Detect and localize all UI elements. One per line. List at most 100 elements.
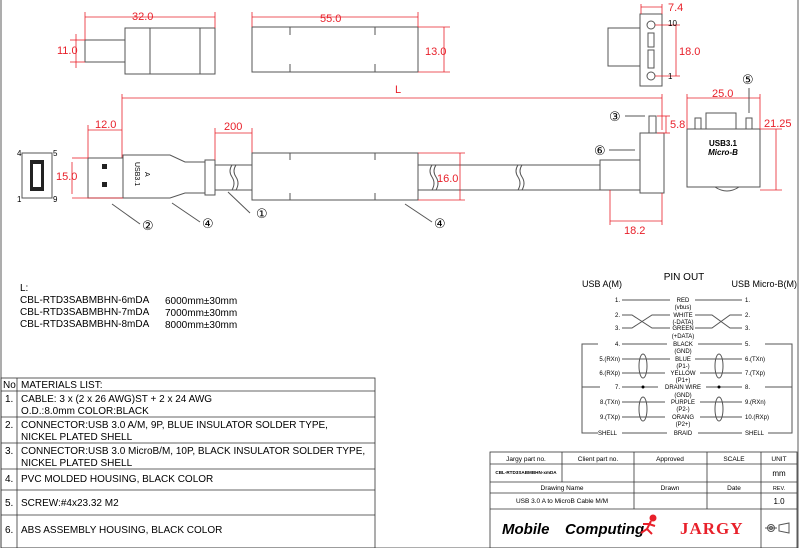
- wire-7-sub: (GND): [674, 393, 691, 399]
- dim-micro-thickness: 7.4: [668, 2, 683, 14]
- dim-screw-height: 5.8: [670, 119, 685, 131]
- projection-symbol-icon: [765, 522, 790, 534]
- micro-b-side-view: 5.8 18.2: [599, 115, 685, 237]
- pin-9-label: 9: [53, 195, 58, 204]
- unit-value: mm: [772, 469, 786, 478]
- pin-left-9: 9.(TXp): [600, 415, 620, 421]
- wire-braid: BRAID: [674, 431, 693, 437]
- wire-7: DRAIN WIRE: [665, 385, 701, 391]
- callout-5: ⑤: [742, 73, 754, 88]
- materials-table: No MATERIALS LIST: 1. CABLE: 3 x (2 x 26…: [0, 377, 376, 548]
- title-block: Jargy part no. Client part no. Approved …: [489, 451, 798, 548]
- drawing-name-label: Drawing Name: [541, 485, 584, 492]
- runner-icon: [640, 514, 657, 535]
- material-2-line1: CONNECTOR:USB 3.0 A/M, 9P, BLUE INSULATO…: [21, 420, 328, 431]
- logo-jargy: JARGY: [680, 519, 744, 538]
- wire-9-sub: (P2+): [676, 422, 691, 428]
- wire-6-sub: (P1+): [676, 378, 691, 384]
- length-value-2: 7000mm±30mm: [165, 308, 237, 319]
- pin-right-4: 5.: [745, 342, 750, 348]
- logo-computing: Computing: [565, 521, 644, 538]
- length-part-1: CBL-RTD3SABMBHN-6mDA: [20, 295, 150, 306]
- rev-value: 1.0: [773, 497, 785, 506]
- dim-mold-height: 13.0: [425, 46, 446, 58]
- pinout-title: PIN OUT: [664, 272, 705, 283]
- wire-8-sub: (P2-): [676, 407, 689, 413]
- pin-5-label: 5: [53, 149, 58, 158]
- dim-micro-body-width: 25.0: [712, 88, 733, 100]
- jargy-part-value: CBL-RTD3SABMBHN-xmDA: [495, 470, 557, 475]
- dim-a-plug-tip: 12.0: [95, 119, 116, 131]
- callout-2: ②: [142, 219, 154, 234]
- pin-left-shell: SHELL: [598, 431, 618, 437]
- dim-cable-length: L: [395, 84, 401, 96]
- material-6-line1: ABS ASSEMBLY HOUSING, BLACK COLOR: [21, 525, 222, 536]
- jargy-part-label: Jargy part no.: [506, 456, 546, 463]
- scale-label: SCALE: [723, 456, 745, 463]
- dim-mold-length: 55.0: [320, 13, 341, 25]
- pin-left-5: 5.(RXn): [599, 357, 620, 363]
- pin-right-8: 9.(RXn): [745, 400, 766, 406]
- micro-pin-1: 1: [668, 72, 673, 81]
- pin-right-9: 10.(RXp): [745, 415, 769, 421]
- micro-b-front-view: USB3.1 Micro-B 25.0 21.25: [686, 88, 792, 192]
- rev-label: REV.: [773, 486, 786, 492]
- pin-right-shell: SHELL: [745, 431, 765, 437]
- length-value-3: 8000mm±30mm: [165, 320, 237, 331]
- wire-3: GREEN: [672, 326, 693, 332]
- drawn-label: Drawn: [661, 485, 680, 492]
- callout-3: ③: [609, 110, 621, 125]
- pin-left-8: 8.(TXn): [600, 400, 620, 406]
- pin-left-2: 2.: [615, 313, 620, 319]
- wire-9: ORANG: [672, 415, 694, 421]
- wire-2-sub: (-DATA): [672, 320, 693, 326]
- wire-5-sub: (P1-): [676, 364, 689, 370]
- material-4-line1: PVC MOLDED HOUSING, BLACK COLOR: [21, 474, 213, 485]
- material-no-1: 1.: [5, 394, 13, 405]
- approved-label: Approved: [656, 456, 684, 463]
- wire-4-sub: (GND): [674, 349, 691, 355]
- material-no-3: 3.: [5, 446, 13, 457]
- dim-micro-depth: 18.2: [624, 225, 645, 237]
- a-plug-print-2: A: [143, 172, 150, 177]
- pin-right-1: 1.: [745, 298, 750, 304]
- material-1-line1: CABLE: 3 x (2 x 26 AWG)ST + 2 x 24 AWG: [21, 394, 212, 405]
- pin-left-4: 4.: [615, 342, 620, 348]
- a-plug-side-view: USB3.1 A 12.0 15.0: [56, 119, 216, 199]
- wire-1-sub: (vbus): [675, 305, 692, 311]
- date-label: Date: [727, 485, 741, 492]
- pinout-right-header: USB Micro-B(M): [732, 279, 798, 289]
- micro-b-end-view: 7.4 18.0 10 1: [607, 2, 700, 87]
- materials-no-header: No: [3, 380, 16, 391]
- material-no-5: 5.: [5, 498, 13, 509]
- mold-side-view: 16.0: [251, 152, 465, 201]
- micro-print: USB3.1: [709, 139, 738, 148]
- length-value-1: 6000mm±30mm: [165, 296, 237, 307]
- dim-mold-diameter: 16.0: [437, 173, 458, 185]
- material-2-line2: NICKEL PLATED SHELL: [21, 432, 133, 443]
- materials-header: MATERIALS LIST:: [21, 380, 103, 391]
- unit-label: UNIT: [771, 456, 786, 463]
- pin-right-5: 6.(TXn): [745, 357, 765, 363]
- wire-1: RED: [677, 298, 690, 304]
- wire-8: PURPLE: [671, 400, 695, 406]
- micro-pin-10: 10: [668, 19, 677, 28]
- client-part-label: Client part no.: [578, 456, 619, 463]
- pinout-diagram: PIN OUT USB A(M) USB Micro-B(M) 1. RED (…: [581, 272, 798, 437]
- length-table: L: CBL-RTD3SABMBHN-6mDA 6000mm±30mm CBL-…: [20, 283, 237, 331]
- pin-right-6: 7.(TXp): [745, 371, 765, 377]
- pin-4-label: 4: [17, 149, 22, 158]
- pin-1-label: 1: [17, 195, 22, 204]
- pin-left-3: 3.: [615, 326, 620, 332]
- material-1-line2: O.D.:8.0mm COLOR:BLACK: [21, 406, 149, 417]
- pinout-rows: 1. RED (vbus) 1. 2. WHITE (-DATA) 2. 3. …: [598, 298, 769, 437]
- dim-a-plug-length: 32.0: [132, 11, 153, 23]
- callout-6: ⑥: [594, 144, 606, 159]
- callouts: ① ② ③ ④ ④ ⑤ ⑥: [111, 73, 754, 234]
- wire-4: BLACK: [673, 342, 693, 348]
- drawing-name-value: USB 3.0 A to MicroB Cable M/M: [516, 498, 608, 505]
- wire-3-sub: (+DATA): [672, 334, 695, 340]
- length-part-2: CBL-RTD3SABMBHN-7mDA: [20, 307, 150, 318]
